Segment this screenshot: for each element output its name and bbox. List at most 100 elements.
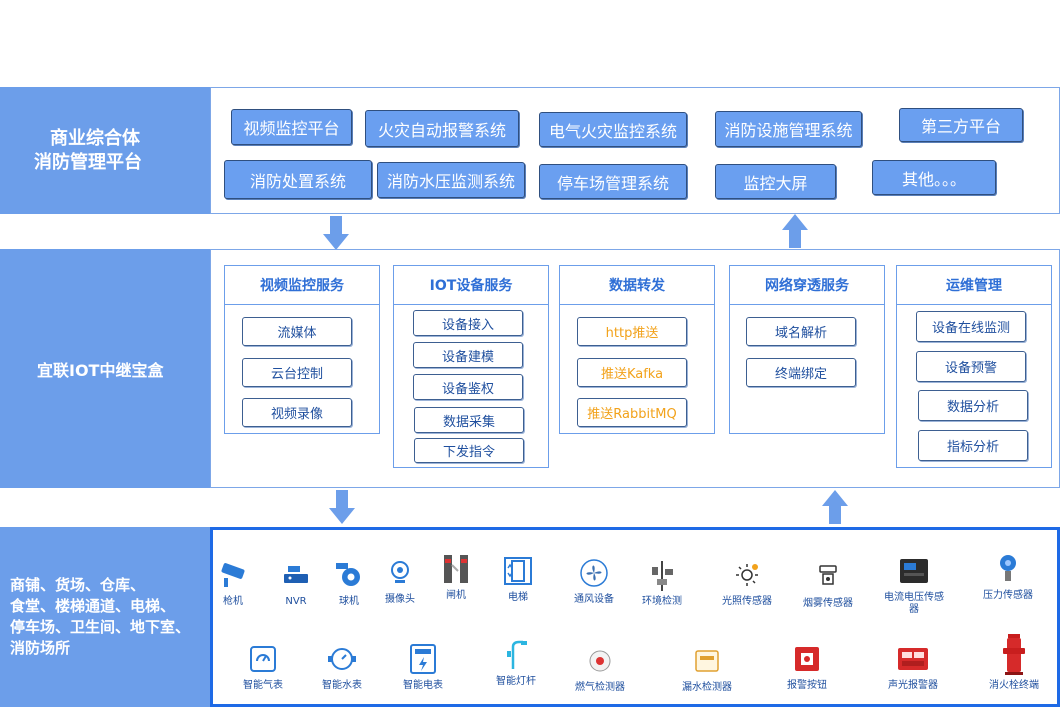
water-pressure-system-button[interactable]: 消防水压监测系统 bbox=[377, 162, 525, 198]
device-label: 燃气检测器 bbox=[575, 682, 625, 693]
device-label: 智能灯杆 bbox=[496, 676, 536, 687]
fan-icon bbox=[577, 556, 611, 590]
fire-alarm-system-button[interactable]: 火灾自动报警系统 bbox=[365, 110, 519, 147]
water-meter-icon bbox=[325, 642, 359, 676]
device-label: 报警按钮 bbox=[787, 680, 827, 691]
service-item[interactable]: 终端绑定 bbox=[746, 358, 856, 387]
arrow-down-icon bbox=[323, 216, 349, 250]
electrical-fire-system-button[interactable]: 电气火灾监控系统 bbox=[539, 112, 687, 147]
nvr-icon bbox=[279, 558, 313, 592]
third-party-platform-button[interactable]: 第三方平台 bbox=[899, 108, 1023, 142]
elevator-icon bbox=[501, 554, 535, 588]
site-line: 消防场所 bbox=[10, 639, 71, 657]
device-label: 压力传感器 bbox=[983, 590, 1033, 601]
parking-system-button[interactable]: 停车场管理系统 bbox=[539, 164, 687, 199]
device-label: 球机 bbox=[339, 596, 359, 607]
device-webcam: 摄像头 bbox=[380, 556, 420, 606]
device-smoke-sensor: 烟雾传感器 bbox=[798, 560, 858, 610]
device-gas-meter: 智能气表 bbox=[238, 642, 288, 692]
electric-meter-icon bbox=[406, 642, 440, 676]
dome-camera-icon bbox=[332, 558, 366, 592]
fire-handling-system-button[interactable]: 消防处置系统 bbox=[224, 160, 372, 199]
gun-camera-icon bbox=[216, 558, 250, 592]
service-item[interactable]: 流媒体 bbox=[242, 317, 352, 346]
device-label: 智能水表 bbox=[322, 680, 362, 691]
service-title: 数据转发 bbox=[560, 266, 714, 305]
site-line: 食堂、楼梯通道、电梯、 bbox=[10, 597, 176, 615]
fire-facility-system-button[interactable]: 消防设施管理系统 bbox=[715, 111, 862, 147]
device-alarm-button: 报警按钮 bbox=[782, 642, 832, 692]
device-gas-detector: 燃气检测器 bbox=[572, 644, 628, 694]
monitor-screen-button[interactable]: 监控大屏 bbox=[715, 164, 836, 199]
alarm-button-icon bbox=[790, 642, 824, 676]
service-item[interactable]: 设备鉴权 bbox=[413, 374, 523, 400]
sound-light-alarm-icon bbox=[896, 642, 930, 676]
service-item[interactable]: 数据采集 bbox=[414, 407, 524, 433]
service-item[interactable]: 域名解析 bbox=[746, 317, 856, 346]
arrow-up-icon bbox=[782, 214, 808, 248]
device-elevator: 电梯 bbox=[500, 554, 536, 604]
video-monitor-platform-button[interactable]: 视频监控平台 bbox=[231, 109, 352, 145]
device-label: 枪机 bbox=[223, 596, 243, 607]
pressure-sensor-icon bbox=[991, 552, 1025, 586]
site-line: 停车场、卫生间、地下室、 bbox=[10, 618, 191, 636]
device-label: 电流电压传感器 bbox=[884, 592, 944, 615]
service-title: 运维管理 bbox=[897, 266, 1051, 305]
device-electric-meter: 智能电表 bbox=[398, 642, 448, 692]
device-label: 通风设备 bbox=[574, 594, 614, 605]
service-title: 网络穿透服务 bbox=[730, 266, 884, 305]
device-label: 智能气表 bbox=[243, 680, 283, 691]
power-meter-icon bbox=[897, 554, 931, 588]
device-ventilation: 通风设备 bbox=[568, 556, 620, 606]
device-light-sensor: 光照传感器 bbox=[716, 558, 778, 608]
service-item[interactable]: 设备接入 bbox=[413, 310, 523, 336]
device-gate: 闸机 bbox=[438, 552, 474, 602]
device-label: 智能电表 bbox=[403, 680, 443, 691]
arrow-up-icon bbox=[822, 490, 848, 524]
site-layer-label: 商铺、货场、仓库、 食堂、楼梯通道、电梯、 停车场、卫生间、地下室、 消防场所 bbox=[0, 527, 210, 707]
service-item[interactable]: 推送RabbitMQ bbox=[577, 398, 687, 427]
gas-meter-icon bbox=[246, 642, 280, 676]
platform-title-line1: 商业综合体 bbox=[50, 127, 140, 149]
gate-icon bbox=[439, 552, 473, 586]
device-environment-monitor: 环境检测 bbox=[638, 558, 686, 608]
service-item[interactable]: 设备预警 bbox=[916, 351, 1026, 382]
iot-box-layer-label: 宜联IOT中继宝盒 bbox=[0, 249, 210, 488]
service-title: 视频监控服务 bbox=[225, 266, 379, 305]
device-sound-light-alarm: 声光报警器 bbox=[882, 642, 944, 692]
device-pressure-sensor: 压力传感器 bbox=[976, 552, 1040, 602]
iot-box-title: 宜联IOT中继宝盒 bbox=[37, 360, 164, 380]
arrow-down-icon bbox=[329, 490, 355, 524]
environment-monitor-icon bbox=[645, 558, 679, 592]
gas-detector-icon bbox=[583, 644, 617, 678]
service-video-monitor: 视频监控服务 bbox=[224, 265, 380, 434]
others-button[interactable]: 其他。。。 bbox=[872, 160, 996, 195]
device-label: 声光报警器 bbox=[888, 680, 938, 691]
smoke-sensor-icon bbox=[811, 560, 845, 594]
device-smart-lamp: 智能灯杆 bbox=[490, 638, 542, 688]
webcam-icon bbox=[383, 556, 417, 590]
service-item[interactable]: 数据分析 bbox=[918, 390, 1028, 421]
device-gun-camera: 枪机 bbox=[214, 558, 252, 608]
smart-lamp-icon bbox=[499, 638, 533, 672]
leak-detector-icon bbox=[690, 644, 724, 678]
service-item[interactable]: 下发指令 bbox=[414, 438, 524, 463]
device-label: 烟雾传感器 bbox=[803, 598, 853, 609]
light-sensor-icon bbox=[730, 558, 764, 592]
service-item[interactable]: 设备在线监测 bbox=[916, 311, 1026, 342]
device-water-meter: 智能水表 bbox=[317, 642, 367, 692]
platform-layer-label: 商业综合体 消防管理平台 bbox=[0, 87, 210, 214]
device-label: 电梯 bbox=[508, 592, 528, 603]
service-item[interactable]: 云台控制 bbox=[242, 358, 352, 387]
fire-hydrant-icon bbox=[997, 632, 1031, 676]
service-item[interactable]: 推送Kafka bbox=[577, 358, 687, 387]
device-label: NVR bbox=[285, 596, 307, 607]
service-item[interactable]: 视频录像 bbox=[242, 398, 352, 427]
service-network-penetration: 网络穿透服务 bbox=[729, 265, 885, 434]
device-leak-detector: 漏水检测器 bbox=[678, 644, 736, 694]
device-label: 闸机 bbox=[446, 590, 466, 601]
service-item[interactable]: http推送 bbox=[577, 317, 687, 346]
service-item[interactable]: 设备建模 bbox=[413, 342, 523, 368]
service-title: IOT设备服务 bbox=[394, 266, 548, 305]
service-item[interactable]: 指标分析 bbox=[918, 430, 1028, 461]
